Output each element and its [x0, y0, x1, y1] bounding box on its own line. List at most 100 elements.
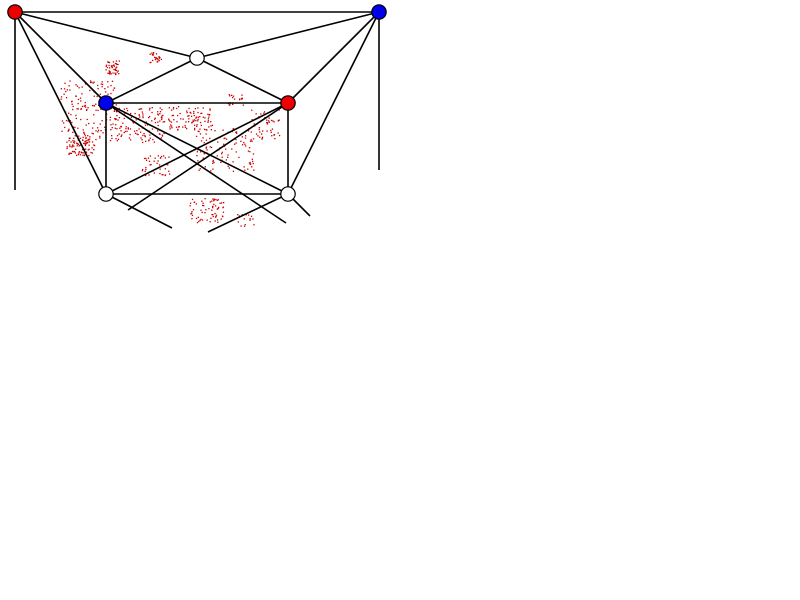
speckle-dot	[204, 212, 206, 214]
speckle-dot	[197, 118, 199, 121]
speckle-dot	[123, 108, 125, 110]
speckle-dot	[108, 70, 110, 72]
speckle-dot	[71, 103, 73, 105]
speckle-dot	[127, 128, 129, 130]
speckle-dot	[154, 157, 156, 159]
speckle-dot	[211, 124, 214, 126]
speckle-dot	[161, 117, 163, 119]
speckle-dot	[95, 109, 97, 111]
speckle-dot	[72, 126, 75, 128]
speckle-dot	[229, 95, 231, 97]
graph-node-white	[280, 186, 296, 202]
speckle-dot	[142, 116, 144, 119]
speckle-dot	[151, 128, 154, 130]
speckle-dot	[206, 129, 208, 131]
speckle-dot	[214, 130, 216, 132]
speckle-dot	[116, 111, 118, 113]
speckle-dot	[159, 111, 162, 113]
speckle-dot	[84, 101, 86, 104]
speckle-dot	[188, 115, 190, 117]
speckle-dot	[101, 86, 103, 88]
speckle-dot	[220, 218, 222, 220]
speckle-dot	[210, 170, 212, 172]
speckle-dot	[159, 113, 161, 115]
speckle-dot	[117, 138, 120, 140]
speckle-dot	[115, 60, 118, 62]
speckle-dot	[238, 156, 240, 159]
graph-edge-n1-n2	[196, 11, 380, 59]
speckle-dot	[175, 126, 178, 128]
speckle-dot	[247, 130, 250, 132]
speckle-dot	[189, 111, 191, 113]
speckle-dot	[252, 160, 254, 163]
speckle-dot	[114, 72, 116, 74]
speckle-dot	[266, 130, 268, 132]
speckle-dot	[242, 104, 244, 106]
speckle-dot	[149, 61, 151, 64]
speckle-dot	[199, 151, 202, 153]
speckle-dot	[167, 164, 169, 166]
speckle-dot	[271, 135, 273, 137]
speckle-dot	[87, 107, 89, 109]
speckle-dot	[191, 121, 193, 123]
speckle-dot	[223, 143, 225, 145]
speckle-dot	[154, 118, 156, 120]
speckle-dot	[224, 137, 226, 139]
speckle-dot	[202, 107, 204, 109]
speckle-dot	[177, 128, 179, 130]
speckle-dot	[217, 199, 219, 201]
speckle-dot	[83, 131, 85, 133]
speckle-dot	[182, 126, 184, 128]
speckle-dot	[112, 89, 114, 91]
speckle-dot	[249, 151, 251, 153]
speckle-dot	[86, 108, 88, 111]
speckle-dot	[199, 219, 201, 222]
speckle-dot	[68, 128, 70, 130]
speckle-dot	[68, 112, 70, 114]
speckle-dot	[144, 170, 146, 172]
speckle-dot	[157, 121, 159, 123]
speckle-dot	[115, 124, 117, 126]
speckle-dot	[111, 66, 113, 68]
speckle-dot	[156, 162, 158, 164]
speckle-dot	[99, 135, 101, 137]
speckle-dot	[266, 123, 269, 125]
speckle-dot	[151, 120, 153, 122]
speckle-dot	[93, 149, 95, 151]
speckle-dot	[195, 203, 197, 205]
speckle-dot	[109, 72, 111, 74]
speckle-dot	[253, 169, 255, 171]
speckle-dot	[109, 139, 112, 142]
speckle-dot	[210, 121, 212, 123]
speckle-dot	[69, 89, 71, 91]
speckle-dot	[128, 137, 131, 139]
speckle-dot	[113, 64, 115, 66]
speckle-dot	[70, 114, 72, 116]
speckle-dot	[159, 120, 161, 122]
speckle-dot	[266, 119, 268, 121]
speckle-dot	[158, 57, 160, 60]
speckle-dot	[85, 106, 87, 108]
speckle-dot	[199, 116, 201, 118]
speckle-dot	[71, 145, 73, 147]
graph-edge-n1-n6	[287, 11, 380, 195]
speckle-dot	[126, 110, 129, 112]
speckle-dot	[75, 148, 77, 150]
speckle-dot	[197, 216, 199, 218]
speckle-dot	[268, 121, 270, 123]
speckle-dot	[217, 207, 219, 209]
speckle-dot	[172, 108, 175, 110]
speckle-dot	[201, 219, 204, 221]
speckle-dot	[72, 108, 74, 111]
speckle-dot	[252, 138, 255, 140]
speckle-dot	[244, 169, 246, 171]
speckle-dot	[91, 152, 93, 154]
speckle-dot	[193, 112, 195, 114]
speckle-dot	[270, 131, 272, 133]
speckle-dot	[157, 59, 159, 61]
speckle-dot	[97, 88, 99, 90]
speckle-dot	[77, 143, 79, 145]
speckle-dot	[205, 147, 207, 149]
speckle-dot	[92, 133, 94, 135]
speckle-dot	[178, 126, 180, 128]
